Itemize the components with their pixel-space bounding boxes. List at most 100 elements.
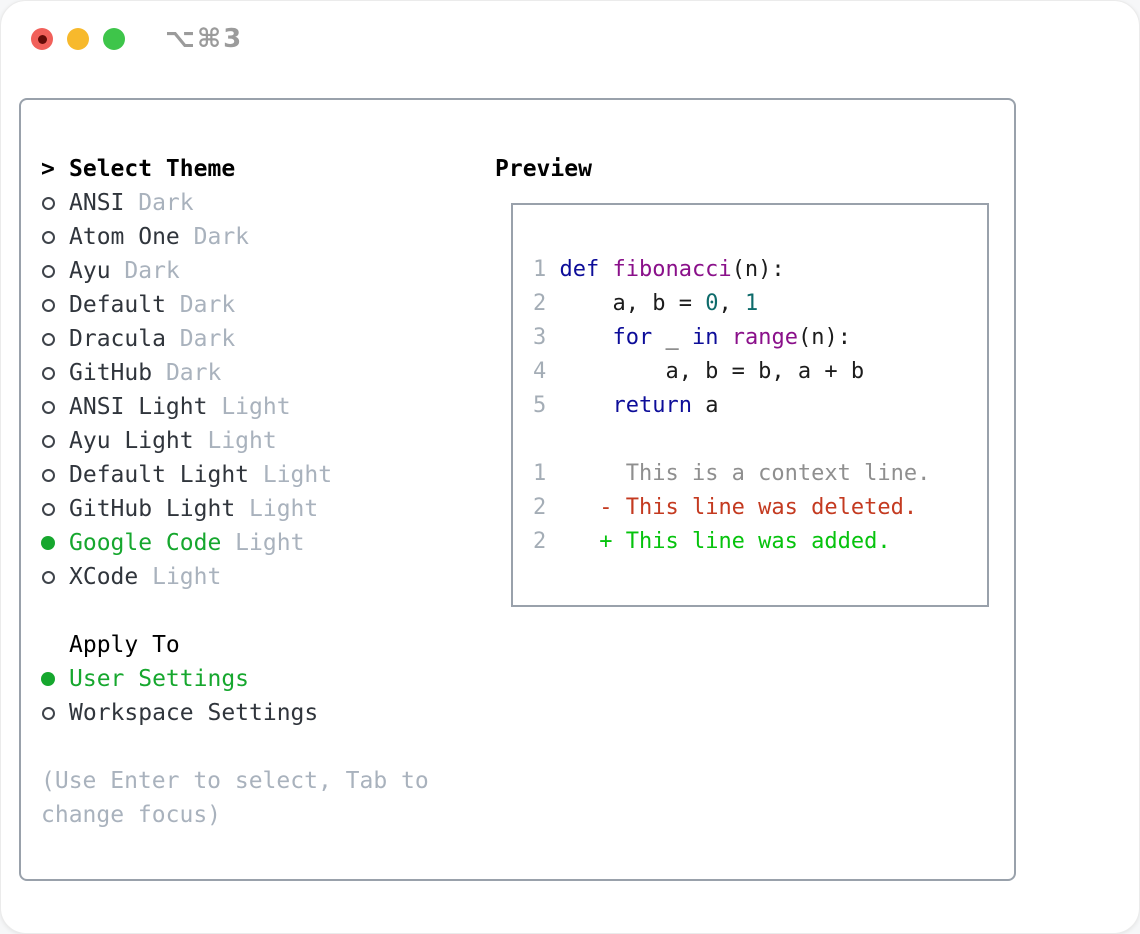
diff-text: + This line was added. xyxy=(599,529,891,554)
theme-name: Default Light xyxy=(69,462,250,488)
radio-icon xyxy=(41,366,69,380)
code-segment: fibonacci xyxy=(612,257,732,282)
help-text: (Use Enter to select, Tab to change focu… xyxy=(41,768,429,828)
theme-item-atom-one[interactable]: Atom One Dark xyxy=(41,220,461,254)
theme-name: Ayu Light xyxy=(69,428,194,454)
radio-icon xyxy=(41,706,69,720)
line-number: 5 xyxy=(533,393,547,418)
theme-variant-label: Dark xyxy=(124,190,194,216)
code-segment xyxy=(559,393,612,418)
line-number: 2 xyxy=(533,495,547,520)
theme-name: XCode xyxy=(69,564,139,590)
theme-variant-label: Light xyxy=(249,462,333,488)
radio-icon xyxy=(41,570,69,584)
line-number: 1 xyxy=(533,461,547,486)
theme-item-ayu-light[interactable]: Ayu Light Light xyxy=(41,424,461,458)
cursor-icon: > xyxy=(41,156,55,182)
code-segment: return xyxy=(612,393,692,418)
apply-option-label: User Settings xyxy=(69,666,250,692)
window-title: ⌥⌘3 xyxy=(165,24,244,54)
radio-icon xyxy=(41,502,69,516)
theme-variant-label: Light xyxy=(207,394,291,420)
select-theme-heading: > Select Theme xyxy=(41,152,461,186)
preview-diff-line-added: 2 + This line was added. xyxy=(533,525,979,559)
theme-variant-label: Light xyxy=(235,496,319,522)
radio-icon xyxy=(41,400,69,414)
theme-variant-label: Dark xyxy=(179,224,250,250)
theme-item-default[interactable]: Default Dark xyxy=(41,288,461,322)
minimize-button[interactable] xyxy=(67,28,89,50)
theme-item-ansi-light[interactable]: ANSI Light Light xyxy=(41,390,461,424)
code-segment: for xyxy=(612,325,653,350)
theme-name: Dracula xyxy=(69,326,166,352)
theme-name: GitHub Light xyxy=(69,496,236,522)
code-segment: range xyxy=(731,325,798,350)
code-segment: a, b = b, a + b xyxy=(559,359,865,384)
code-segment: 1 xyxy=(744,291,759,316)
theme-variant-label: Dark xyxy=(152,360,222,386)
line-number: 4 xyxy=(533,359,547,384)
theme-item-github[interactable]: GitHub Dark xyxy=(41,356,461,390)
theme-item-ansi[interactable]: ANSI Dark xyxy=(41,186,461,220)
radio-icon xyxy=(41,434,69,448)
diff-text: - This line was deleted. xyxy=(599,495,918,520)
diff-gap xyxy=(559,461,599,486)
diff-gap xyxy=(559,495,599,520)
code-segment: a, b = xyxy=(559,291,706,316)
close-button[interactable] xyxy=(31,28,53,50)
theme-variant-label: Light xyxy=(193,428,277,454)
code-segment: , xyxy=(718,291,745,316)
titlebar: ⌥⌘3 xyxy=(1,1,1139,77)
radio-icon xyxy=(41,332,69,346)
preview-diff-line-context: 1 This is a context line. xyxy=(533,457,979,491)
code-segment: 0 xyxy=(705,291,719,316)
preview-blank-line xyxy=(533,423,979,457)
apply-option-user-settings[interactable]: User Settings xyxy=(41,662,461,696)
theme-item-default-light[interactable]: Default Light Light xyxy=(41,458,461,492)
line-number: 2 xyxy=(533,291,547,316)
theme-name: Ayu xyxy=(69,258,111,284)
theme-item-dracula[interactable]: Dracula Dark xyxy=(41,322,461,356)
preview-code-line: 4 a, b = b, a + b xyxy=(533,355,979,389)
theme-item-ayu[interactable]: Ayu Dark xyxy=(41,254,461,288)
radio-icon xyxy=(41,298,69,312)
code-segment xyxy=(559,325,612,350)
theme-name: Google Code xyxy=(69,530,222,556)
theme-item-google-code[interactable]: Google Code Light xyxy=(41,526,461,560)
theme-variant-label: Dark xyxy=(165,326,236,352)
line-number: 3 xyxy=(533,325,547,350)
apply-to-label: Apply To xyxy=(69,632,180,658)
record-dot-icon xyxy=(37,34,47,44)
preview-code-line: 5 return a xyxy=(533,389,979,423)
line-number: 2 xyxy=(533,529,547,554)
theme-name: Atom One xyxy=(69,224,180,250)
code-segment: (n): xyxy=(797,325,851,350)
theme-item-xcode[interactable]: XCode Light xyxy=(41,560,461,594)
maximize-button[interactable] xyxy=(103,28,125,50)
radio-icon xyxy=(41,196,69,210)
preview-diff-line-deleted: 2 - This line was deleted. xyxy=(533,491,979,525)
code-segment xyxy=(718,325,731,350)
select-theme-label: Select Theme xyxy=(69,156,236,182)
theme-name: ANSI xyxy=(69,190,125,216)
radio-selected-icon xyxy=(41,672,69,686)
radio-icon xyxy=(41,264,69,278)
preview-code-line: 3 for _ in range(n): xyxy=(533,321,979,355)
spacer xyxy=(41,594,461,628)
theme-item-github-light[interactable]: GitHub Light Light xyxy=(41,492,461,526)
theme-variant-label: Light xyxy=(138,564,222,590)
radio-selected-icon xyxy=(41,536,69,550)
traffic-lights xyxy=(31,28,125,50)
theme-name: GitHub xyxy=(69,360,153,386)
apply-option-label: Workspace Settings xyxy=(69,700,319,726)
spacer xyxy=(41,730,461,764)
apply-option-workspace-settings[interactable]: Workspace Settings xyxy=(41,696,461,730)
code-segment: in xyxy=(691,325,719,350)
theme-name: Default xyxy=(69,292,166,318)
